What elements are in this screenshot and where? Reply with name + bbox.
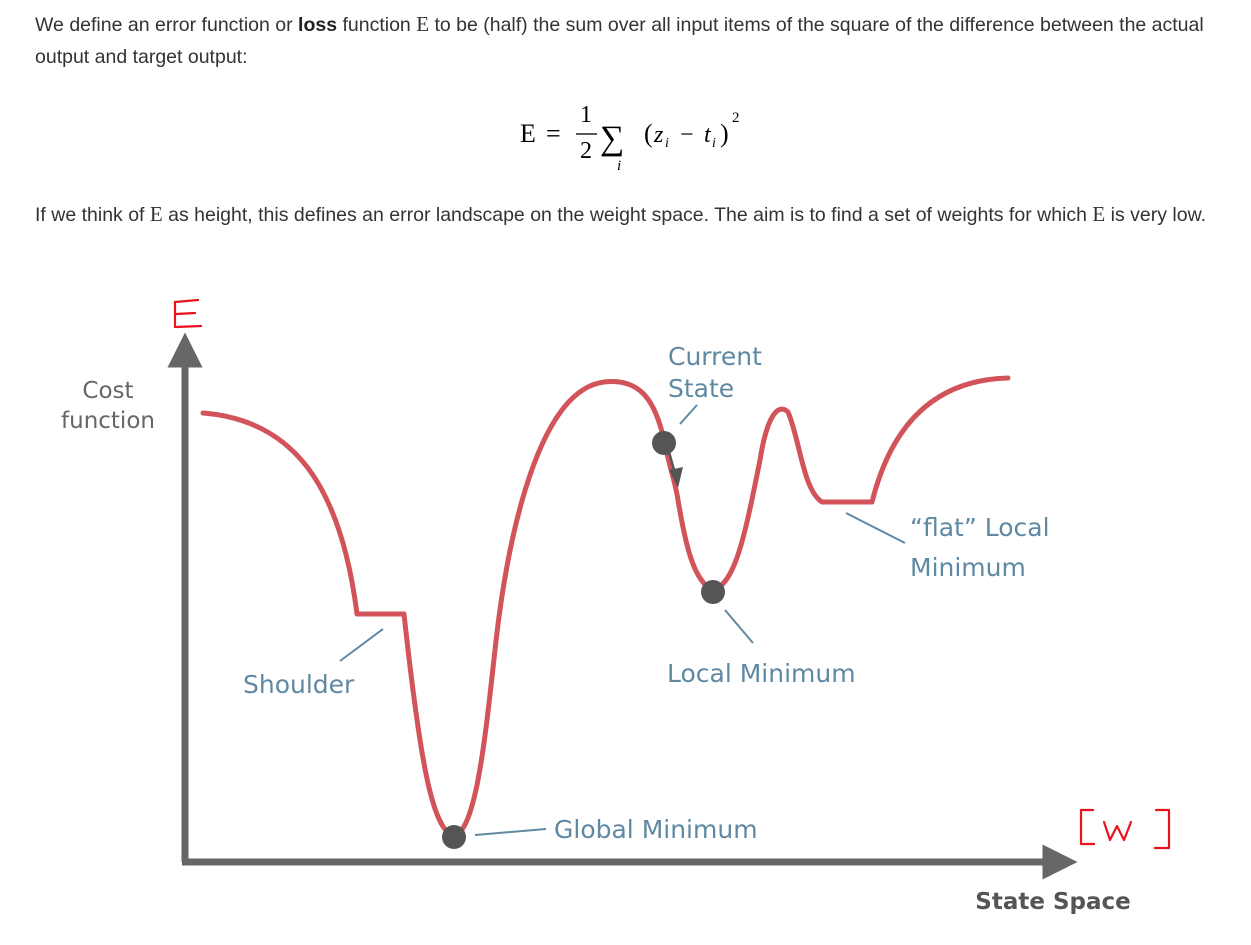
handwritten-e-annotation <box>173 298 203 329</box>
eq-sum: ∑ <box>600 120 624 157</box>
shoulder-label: Shoulder <box>243 670 355 699</box>
eq-lhs: E <box>520 119 536 148</box>
loss-bold: loss <box>298 14 338 36</box>
eq-numerator: 1 <box>580 102 592 128</box>
p1-text: function <box>337 14 417 36</box>
current-state-label: Current <box>668 342 762 371</box>
error-symbol: E <box>416 12 430 36</box>
landscape-paragraph: If we think of E as height, this defines… <box>35 198 1215 231</box>
eq-paren: ) <box>720 119 729 148</box>
error-symbol: E <box>149 202 163 226</box>
loss-equation: E = 1 2 ∑ i ( z i − t i ) 2 <box>520 102 740 174</box>
p2-text: If we think of <box>35 204 150 226</box>
leader-lines <box>339 404 906 836</box>
eq-denominator: 2 <box>580 138 592 164</box>
eq-equals: = <box>546 119 561 148</box>
global-minimum-point <box>442 825 466 849</box>
eq-minus: − <box>680 122 694 148</box>
p1-text: to be (half) the sum over all input item… <box>35 14 1204 68</box>
flat-local-minimum-label: “flat” Local <box>910 513 1050 542</box>
y-axis-label: Cost <box>82 378 133 404</box>
p2-text: is very low. <box>1105 204 1206 226</box>
local-minimum-label: Local Minimum <box>667 659 856 688</box>
eq-z: z <box>653 122 664 148</box>
intro-paragraph: We define an error function or loss func… <box>35 8 1215 73</box>
global-minimum-label: Global Minimum <box>554 815 758 844</box>
handwritten-w-annotation <box>1079 808 1171 850</box>
eq-exponent: 2 <box>732 110 740 126</box>
eq-z-sub: i <box>665 136 669 151</box>
current-state-point <box>652 431 676 455</box>
local-minimum-point <box>701 580 725 604</box>
error-symbol: E <box>1092 202 1106 226</box>
y-axis-label: function <box>61 408 155 434</box>
p2-text: as height, this defines an error landsca… <box>162 204 1093 226</box>
current-state-label: State <box>668 374 734 403</box>
descent-arrowhead <box>669 467 683 488</box>
eq-paren: ( <box>644 119 653 148</box>
eq-t: t <box>704 122 712 148</box>
eq-t-sub: i <box>712 136 716 151</box>
cost-curve <box>200 375 1011 839</box>
x-axis-label: State Space <box>975 889 1130 915</box>
flat-local-minimum-label: Minimum <box>910 553 1026 582</box>
eq-sum-index: i <box>617 158 621 174</box>
p1-text: We define an error function or <box>35 14 299 36</box>
